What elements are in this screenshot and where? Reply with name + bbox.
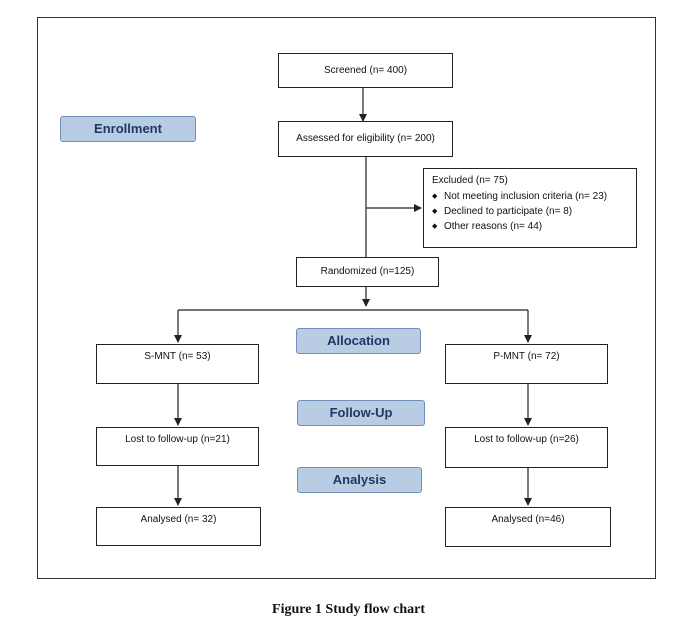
diagram-frame xyxy=(37,17,656,579)
figure-caption: Figure 1 Study flow chart xyxy=(272,602,425,617)
p-analysed-box: Analysed (n=46) xyxy=(445,507,611,547)
p-mnt-label: P-MNT (n= 72) xyxy=(493,351,560,362)
screened-label: Screened (n= 400) xyxy=(323,65,408,76)
excluded-reason-item: Other reasons (n= 44) xyxy=(432,219,628,234)
randomized-box: Randomized (n=125) xyxy=(296,257,439,287)
randomized-label: Randomized (n=125) xyxy=(320,266,415,277)
stage-analysis: Analysis xyxy=(297,467,422,493)
s-analysed-box: Analysed (n= 32) xyxy=(96,507,261,546)
excluded-box: Excluded (n= 75) Not meeting inclusion c… xyxy=(423,168,637,248)
stage-follow-up: Follow-Up xyxy=(297,400,425,426)
excluded-title: Excluded (n= 75) xyxy=(432,175,508,186)
s-mnt-box: S-MNT (n= 53) xyxy=(96,344,259,384)
s-lost-label: Lost to follow-up (n=21) xyxy=(125,434,230,445)
p-lost-box: Lost to follow-up (n=26) xyxy=(445,427,608,468)
excluded-reasons-list: Not meeting inclusion criteria (n= 23) D… xyxy=(432,189,628,234)
s-mnt-label: S-MNT (n= 53) xyxy=(144,351,211,362)
s-analysed-label: Analysed (n= 32) xyxy=(140,514,217,525)
p-analysed-label: Analysed (n=46) xyxy=(491,514,565,525)
p-mnt-box: P-MNT (n= 72) xyxy=(445,344,608,384)
s-lost-box: Lost to follow-up (n=21) xyxy=(96,427,259,466)
excluded-reason-item: Not meeting inclusion criteria (n= 23) xyxy=(432,189,628,204)
assessed-label: Assessed for eligibility (n= 200) xyxy=(296,133,435,144)
stage-enrollment: Enrollment xyxy=(60,116,196,142)
p-lost-label: Lost to follow-up (n=26) xyxy=(474,434,579,445)
screened-box: Screened (n= 400) xyxy=(278,53,453,88)
excluded-reason-item: Declined to participate (n= 8) xyxy=(432,204,628,219)
assessed-box: Assessed for eligibility (n= 200) xyxy=(278,121,453,157)
stage-allocation: Allocation xyxy=(296,328,421,354)
